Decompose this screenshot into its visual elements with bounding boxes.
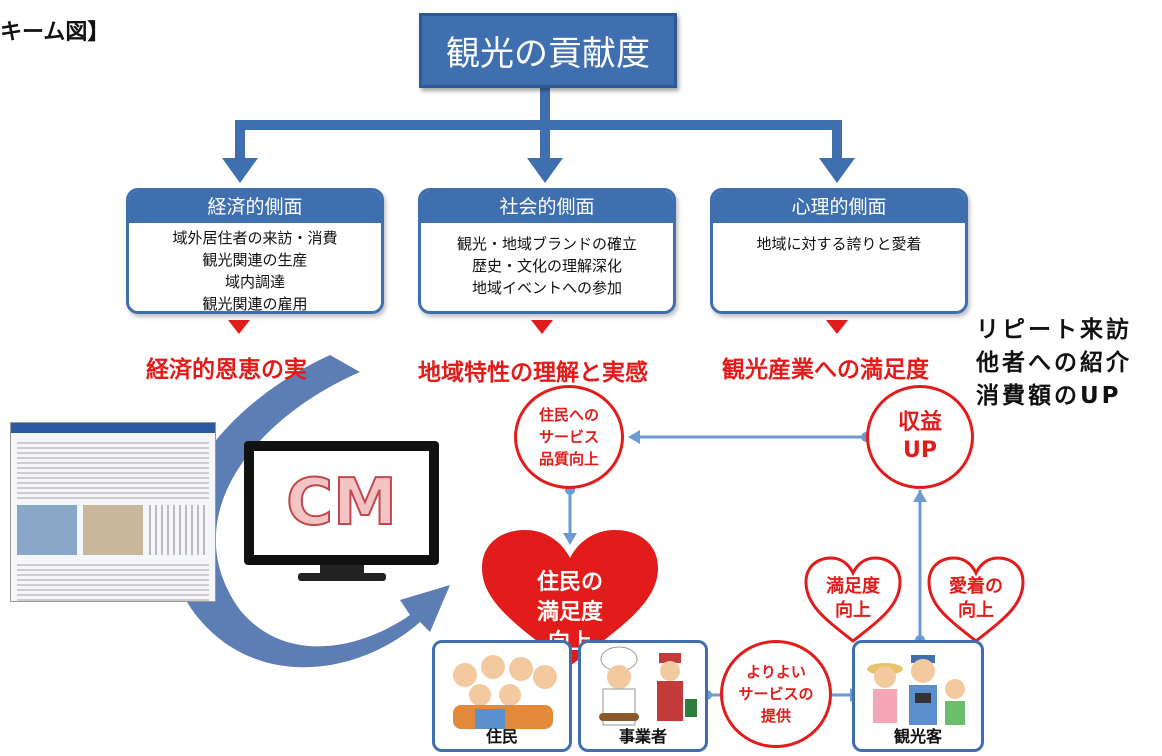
tv-monitor: CM: [244, 441, 439, 565]
revenue-circle: 収益 UP: [866, 385, 974, 489]
residents-illustration-icon: [453, 655, 557, 729]
aspect-line: 地域イベントへの参加: [471, 279, 622, 297]
tv-base: [298, 573, 386, 581]
note-line: 他者への紹介: [976, 350, 1132, 376]
person-label: 観光客: [893, 727, 942, 746]
outcome-economic: 経済的恩恵の実: [146, 357, 307, 383]
aspect-title: 心理的側面: [713, 191, 965, 223]
tv-stand: [320, 565, 364, 575]
resident-satisfaction-heart-icon: [482, 530, 658, 666]
aspect-title: 経済的側面: [129, 191, 381, 223]
heart-text: 満足度 向上: [826, 576, 880, 621]
aspect-line: 観光関連の雇用: [202, 295, 308, 313]
person-label: 事業者: [618, 727, 667, 746]
aspect-line: 域外居住者の来訪・消費: [172, 229, 338, 247]
aspect-line: 歴史・文化の理解深化: [471, 257, 622, 275]
tourists-illustration-icon: [867, 655, 965, 725]
attachment-heart-icon: [927, 556, 1025, 643]
note-line: リピート来訪: [976, 317, 1132, 343]
aspect-line: 観光・地域ブランドの確立: [456, 235, 637, 253]
circle-text: 収益 UP: [897, 410, 942, 463]
aspect-title: 社会的側面: [421, 191, 673, 223]
outcome-social: 地域特性の理解と実感: [418, 360, 648, 386]
aspect-line: 観光関連の生産: [202, 251, 308, 269]
business-box: 事業者: [578, 640, 708, 752]
service-quality-circle: 住民への サービス 品質向上: [514, 385, 624, 489]
repeat-visit-note: リピート来訪 他者への紹介 消費額のUP: [976, 314, 1132, 413]
outcome-psychological: 観光産業への満足度: [722, 357, 929, 383]
heart-text: 愛着の 向上: [949, 576, 1003, 621]
circle-text: 住民への サービス 品質向上: [538, 406, 599, 468]
contribution-title-box: 観光の貢献度: [419, 13, 677, 88]
business-illustration-icon: [599, 646, 697, 726]
social-aspect-box: 社会的側面 観光・地域ブランドの確立 歴史・文化の理解深化 地域イベントへの参加: [418, 188, 676, 314]
cm-text: CM: [285, 465, 398, 541]
economic-aspect-box: 経済的側面 域外居住者の来訪・消費 観光関連の生産 域内調達 観光関連の雇用: [126, 188, 384, 314]
tourists-box: 観光客: [852, 640, 984, 752]
newspaper-image: [10, 422, 216, 602]
better-service-circle: よりよい サービスの 提供: [720, 640, 832, 748]
corner-title: キーム図】: [0, 20, 110, 45]
circle-text: よりよい サービスの 提供: [738, 663, 814, 725]
aspect-line: 地域に対する誇りと愛着: [756, 235, 922, 253]
psychological-aspect-box: 心理的側面 地域に対する誇りと愛着: [710, 188, 968, 314]
aspect-line: 域内調達: [224, 273, 285, 291]
residents-box: 住民: [432, 640, 572, 752]
person-label: 住民: [485, 727, 518, 746]
satisfaction-heart-icon: [804, 556, 902, 643]
note-line: 消費額のUP: [976, 383, 1122, 409]
